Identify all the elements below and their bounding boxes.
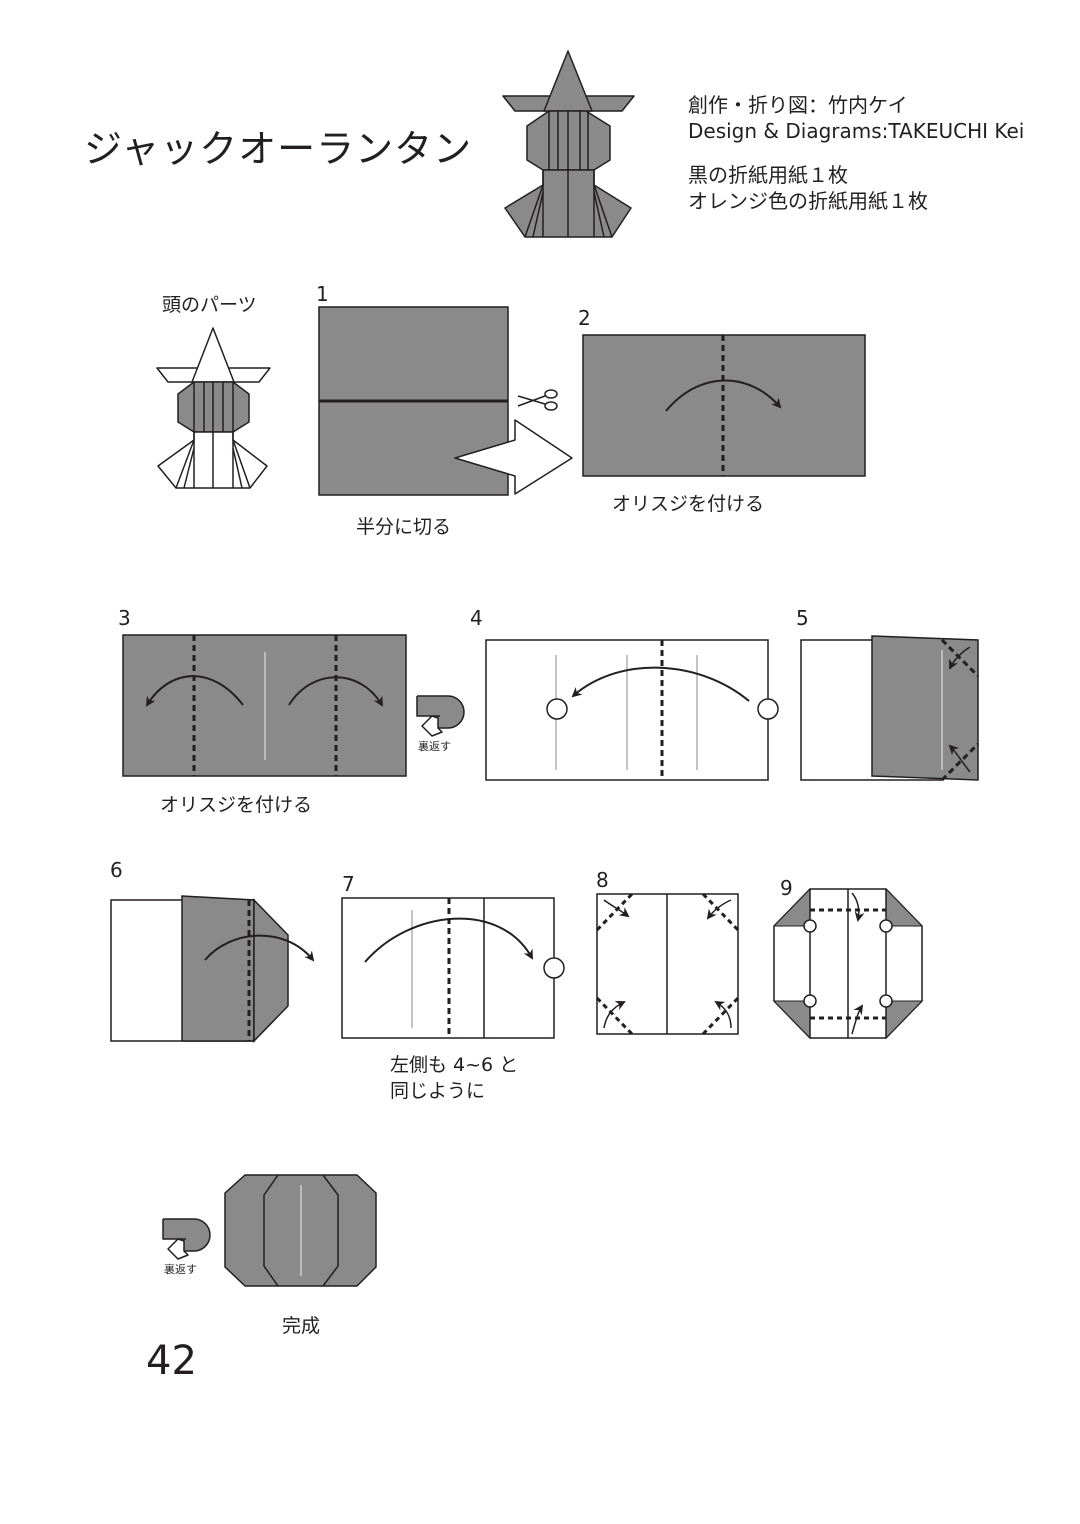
step-8-diagram [595, 892, 740, 1036]
step-3-caption: オリスジを付ける [160, 794, 313, 816]
step-1-diagram [318, 306, 573, 496]
step-7-number: 7 [342, 872, 355, 896]
completed-head-figure [224, 1174, 377, 1287]
step-2-diagram [582, 334, 866, 477]
step-1-number: 1 [316, 282, 329, 306]
step-3-number: 3 [118, 606, 131, 630]
step-7-caption-1: 左側も 4~6 と [390, 1054, 519, 1076]
done-label: 完成 [282, 1315, 321, 1337]
step-1-caption: 半分に切る [356, 516, 452, 538]
step-9-diagram [772, 887, 924, 1040]
step-2-caption: オリスジを付ける [612, 493, 765, 515]
step-5-number: 5 [796, 606, 809, 630]
credit-author-en: Design & Diagrams:TAKEUCHI Kei [688, 119, 1025, 143]
paper-orange: オレンジ色の折紙用紙１枚 [688, 189, 928, 213]
turn-over-label-1: 裏返す [418, 740, 451, 753]
step-8-number: 8 [596, 868, 609, 892]
credit-block: 創作・折り図：竹内ケイ Design & Diagrams:TAKEUCHI K… [688, 92, 1024, 214]
finished-model-figure [502, 50, 635, 238]
step-5-diagram [800, 635, 980, 782]
head-parts-label: 頭のパーツ [162, 294, 257, 316]
turn-over-icon [162, 1218, 211, 1260]
step-7-caption-2: 同じように [390, 1080, 486, 1102]
step-9-number: 9 [780, 876, 793, 900]
step-4-number: 4 [470, 606, 483, 630]
page-title: ジャックオーランタン [84, 127, 473, 171]
step-4-diagram [485, 639, 779, 781]
step-6-number: 6 [110, 858, 123, 882]
page-number: 42 [146, 1338, 197, 1384]
step-3-diagram [122, 634, 407, 777]
paper-black: 黒の折紙用紙１枚 [688, 163, 848, 187]
turn-over-icon [416, 695, 465, 737]
credit-author-jp: 創作・折り図：竹内ケイ [688, 93, 908, 117]
step-2-number: 2 [578, 306, 591, 330]
head-parts-figure [156, 327, 271, 489]
step-7-diagram [341, 897, 565, 1039]
zoom-arrow [454, 419, 573, 495]
turn-over-label-2: 裏返す [164, 1263, 197, 1276]
scissors-icon [517, 389, 558, 411]
step-6-diagram [110, 895, 315, 1043]
